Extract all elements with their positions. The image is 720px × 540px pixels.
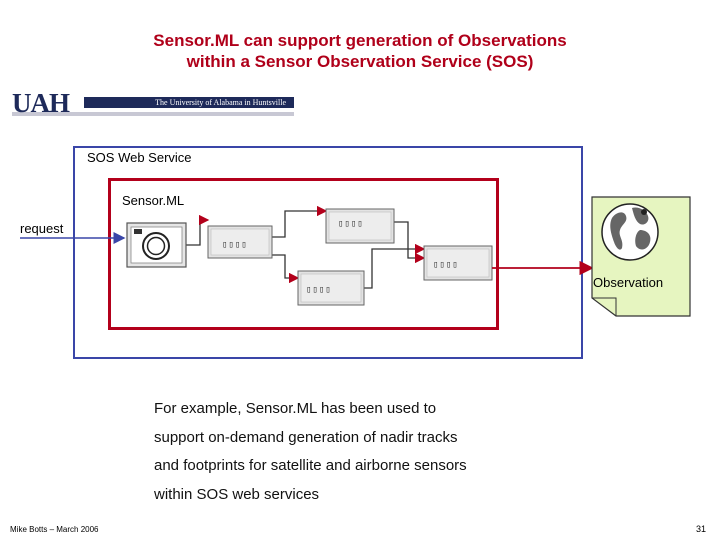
process-connectors [186, 205, 426, 289]
process-label-1: ▯▯▯▯ [338, 219, 364, 229]
sos-web-service-box [73, 146, 583, 359]
caption-line-4: within SOS web services [154, 485, 320, 503]
process-label-2: ▯▯▯▯ [222, 240, 248, 250]
caption-line-2: support on-demand generation of nadir tr… [154, 428, 458, 446]
page-number: 31 [696, 524, 707, 534]
uah-logo-tagline: The University of Alabama in Huntsville [155, 98, 286, 107]
slide-title-line-2: within a Sensor Observation Service (SOS… [186, 52, 534, 71]
process-label-3: ▯▯▯▯ [433, 260, 459, 270]
sensorml-box [108, 178, 499, 330]
sos-web-service-label: SOS Web Service [87, 150, 192, 165]
logo-shadow [12, 112, 294, 116]
footer-author: Mike Botts – March 2006 [10, 525, 99, 534]
caption-text: For example, Sensor.ML has been used to … [154, 395, 574, 509]
sensorml-label: Sensor.ML [122, 193, 185, 208]
caption-line-3: and footprints for satellite and airborn… [154, 457, 467, 474]
process-block-icon-2 [207, 225, 273, 259]
process-block-icon-3 [423, 245, 493, 281]
connector-process-2-to-process-4 [272, 254, 300, 284]
globe-icon [601, 203, 659, 261]
process-block-icon-1 [325, 208, 395, 244]
caption-line-1: For example, Sensor.ML has been used to [154, 400, 437, 417]
slide-title-line-1: Sensor.ML can support generation of Obse… [153, 31, 567, 50]
camera-icon [126, 222, 187, 268]
connector-process-2-to-process-1 [272, 205, 328, 238]
observation-label: Observation [593, 275, 664, 290]
slide-title: Sensor.ML can support generation of Obse… [0, 30, 720, 72]
connector-process-4-to-process-3 [364, 243, 426, 289]
uah-logo-bar: The University of Alabama in Huntsville [84, 97, 294, 108]
connector-process-1-to-process-3 [394, 221, 426, 264]
uah-logo: UAH The University of Alabama in Huntsvi… [12, 88, 294, 119]
uah-logo-mark: UAH [12, 88, 70, 118]
process-block-icon-4 [297, 270, 365, 306]
connector-camera-to-process-2 [186, 214, 210, 246]
request-label: request [20, 221, 64, 236]
process-label-4: ▯▯▯▯ [306, 285, 332, 295]
